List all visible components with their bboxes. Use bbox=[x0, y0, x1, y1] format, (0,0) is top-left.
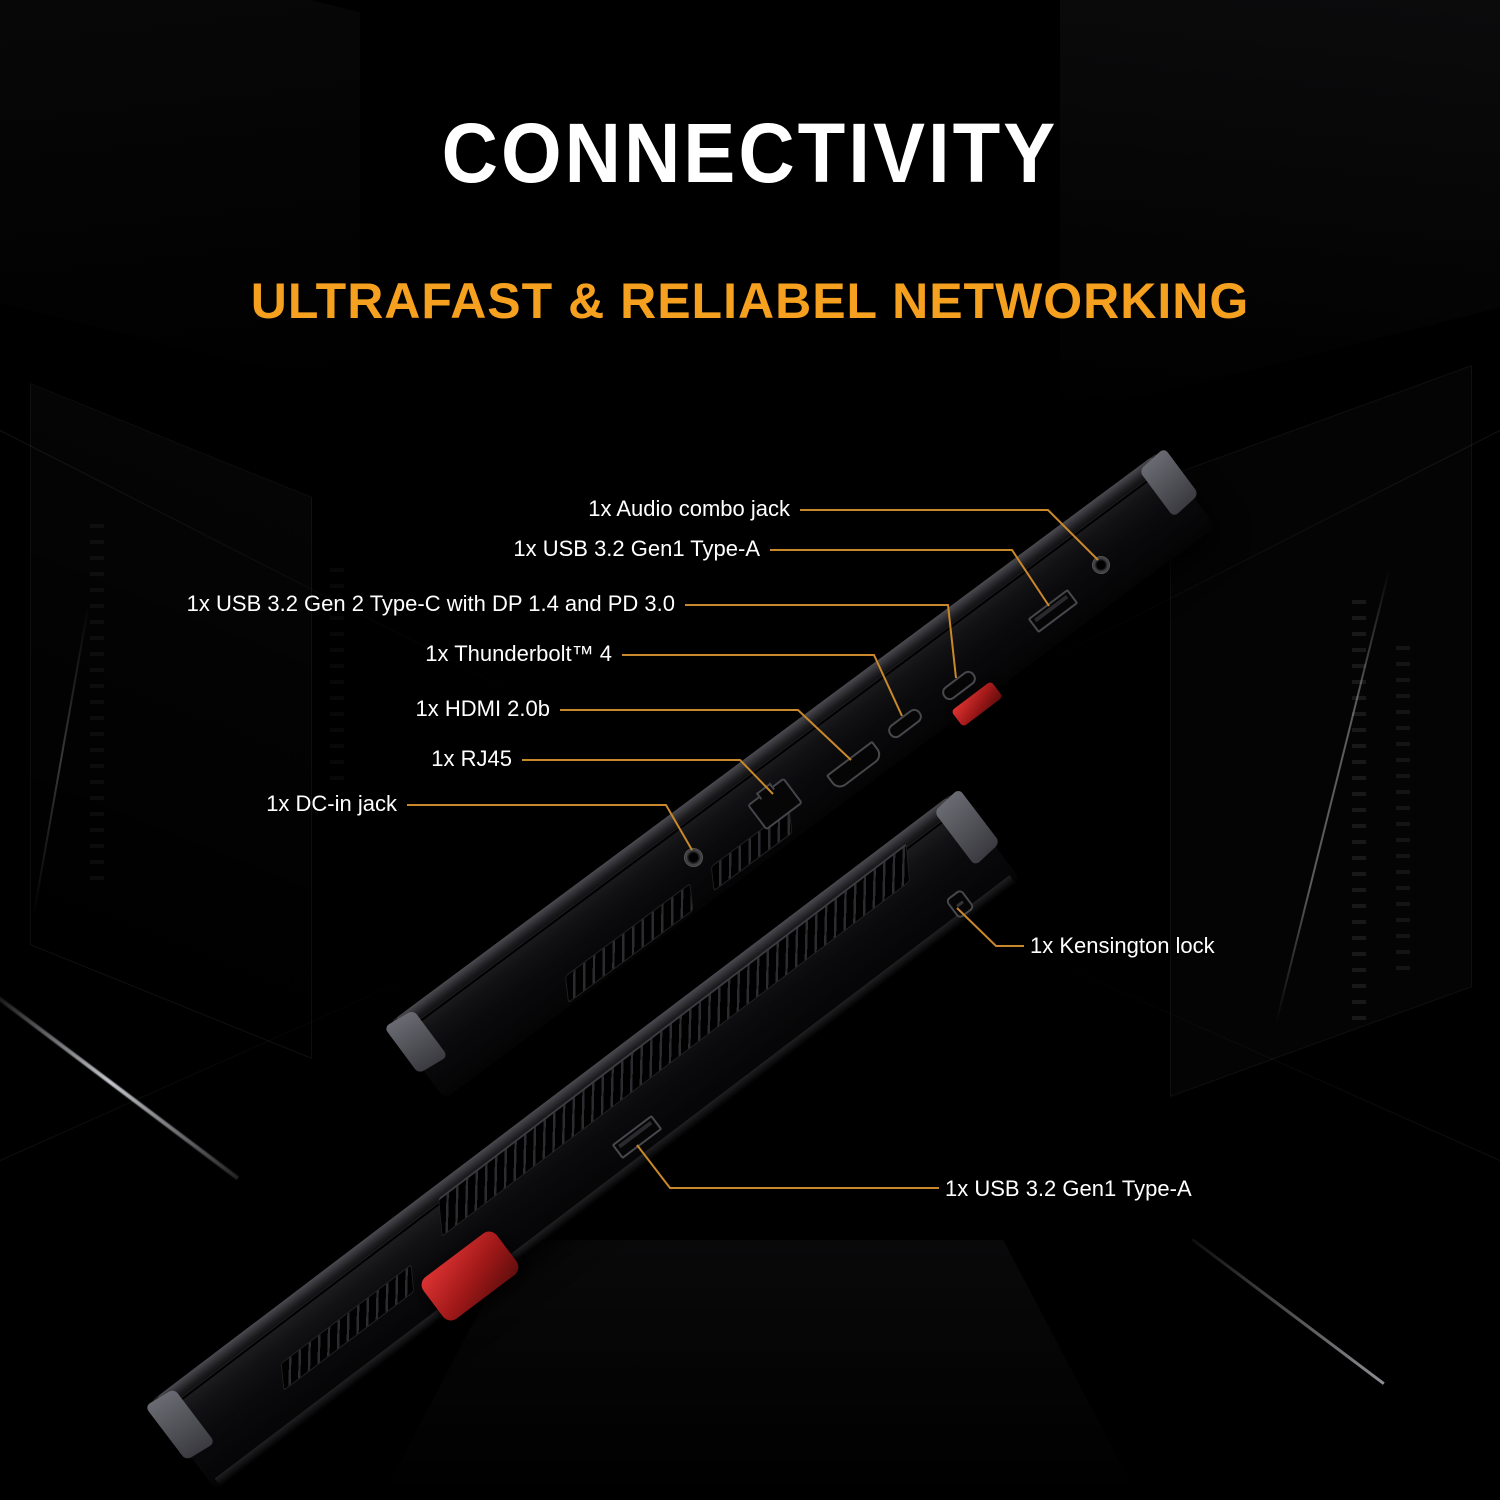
callout-label-usb-a-top: 1x USB 3.2 Gen1 Type-A bbox=[513, 536, 760, 561]
callout-label-kensington: 1x Kensington lock bbox=[1030, 933, 1215, 958]
bg-circuit-dashes bbox=[90, 520, 104, 880]
callout-label-audio-jack: 1x Audio combo jack bbox=[588, 496, 790, 521]
page-title: CONNECTIVITY bbox=[441, 105, 1059, 201]
light-streak bbox=[1191, 1238, 1385, 1385]
callout-line-usb-a-bottom bbox=[636, 1144, 939, 1189]
callout-label-usb-a-bottom: 1x USB 3.2 Gen1 Type-A bbox=[945, 1176, 1192, 1201]
bg-perspective-line bbox=[0, 430, 553, 713]
laptop-lid-edge bbox=[155, 796, 957, 1410]
callout-label-hdmi: 1x HDMI 2.0b bbox=[415, 696, 551, 721]
callout-label-rj45: 1x RJ45 bbox=[431, 746, 512, 771]
light-streak bbox=[1275, 566, 1391, 1024]
bg-panel-left bbox=[30, 383, 312, 1059]
bg-panel-top-right bbox=[1060, 0, 1500, 418]
callout-label-dc-in: 1x DC-in jack bbox=[266, 791, 397, 816]
callout-label-thunderbolt: 1x Thunderbolt™ 4 bbox=[425, 641, 612, 666]
bg-perspective-line bbox=[1024, 948, 1500, 1161]
bg-panel-right bbox=[1170, 365, 1472, 1097]
light-streak bbox=[32, 602, 90, 918]
bg-circuit-dashes bbox=[1352, 600, 1366, 1020]
callout-label-usb-c-dp: 1x USB 3.2 Gen 2 Type-C with DP 1.4 and … bbox=[186, 591, 675, 616]
page-subtitle: ULTRAFAST & RELIABEL NETWORKING bbox=[250, 273, 1250, 329]
light-streak bbox=[0, 984, 239, 1180]
bg-circuit-dashes bbox=[1396, 640, 1410, 970]
